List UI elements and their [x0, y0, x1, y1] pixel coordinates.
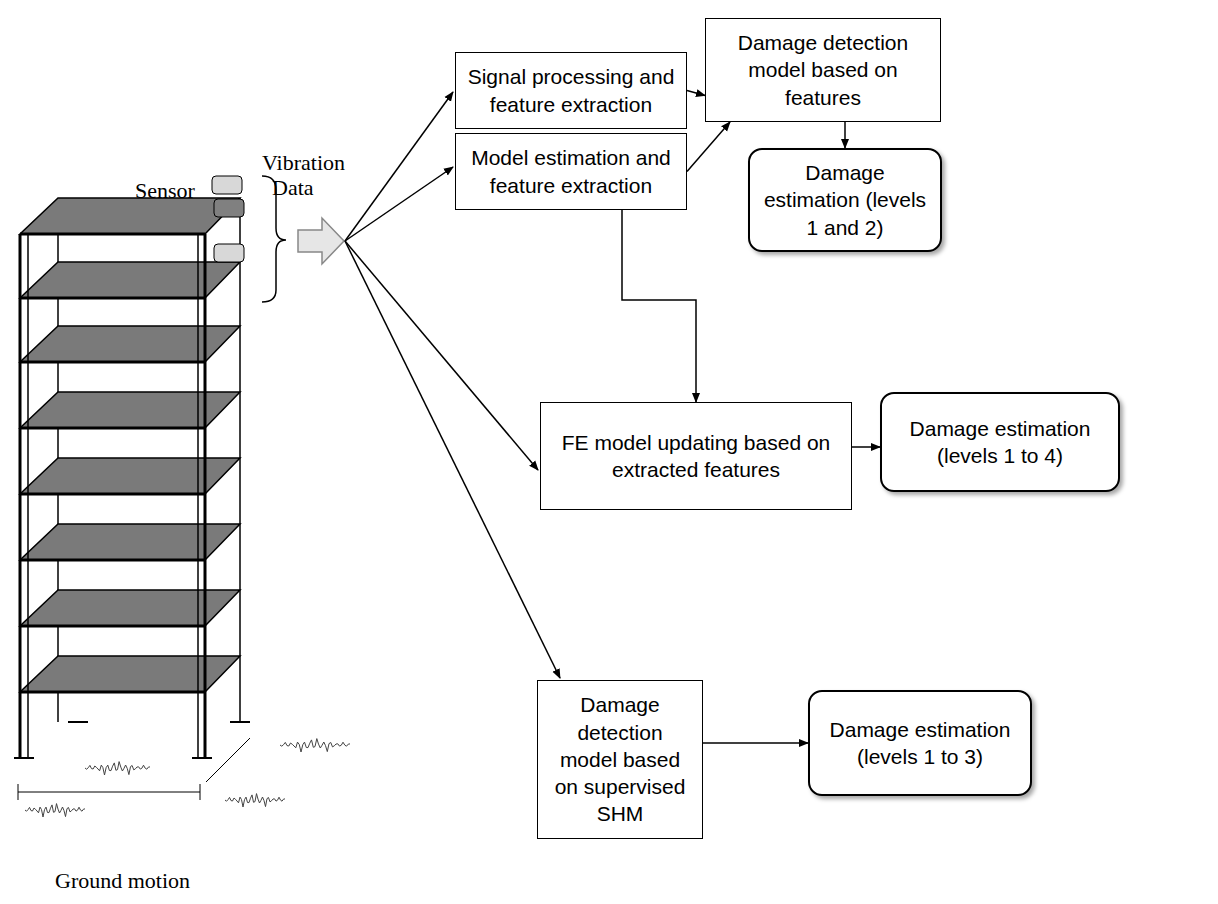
box-text: FE model updating based on extracted fea… — [551, 429, 841, 484]
footing — [230, 721, 250, 723]
box-text: Damage estimation (levels 1 to 4) — [892, 415, 1108, 470]
footing — [14, 757, 34, 759]
result-box: Damage estimation (levels 1 to 3) — [808, 690, 1032, 796]
box-text: Damage estimation (levels 1 and 2) — [760, 159, 930, 241]
floor-slab — [20, 326, 240, 362]
connector-arrow — [852, 446, 880, 448]
column — [239, 198, 241, 722]
process-box: Model estimation and feature extraction — [455, 133, 687, 210]
connector-arrow — [687, 122, 730, 172]
process-box: Damage detection model based on features — [705, 18, 941, 122]
beam — [20, 493, 205, 496]
floor-slab — [20, 590, 240, 626]
process-box: FE model updating based on extracted fea… — [540, 402, 852, 510]
data-arrow — [298, 218, 344, 264]
beam — [20, 361, 205, 364]
box-text: Damage detection model based on supervis… — [548, 691, 692, 827]
ground-motion-trace — [25, 739, 350, 817]
beam — [20, 625, 205, 628]
illustration-label: Sensor — [135, 178, 195, 204]
footing — [68, 721, 88, 723]
sensor — [212, 176, 242, 194]
illustration-label: Ground motion — [55, 868, 190, 894]
result-box: Damage estimation (levels 1 to 4) — [880, 392, 1120, 492]
beam — [20, 233, 205, 236]
floor-slab — [20, 198, 240, 234]
beam — [20, 559, 205, 562]
box-text: Signal processing and feature extraction — [466, 63, 676, 118]
connector-arrow — [703, 742, 808, 744]
box-text: Damage detection model based on features — [716, 29, 930, 111]
floor-slab — [20, 392, 240, 428]
floor-slab — [20, 524, 240, 560]
floor-slab — [20, 262, 240, 298]
box-text: Model estimation and feature extraction — [466, 144, 676, 199]
column — [197, 234, 199, 758]
sensor — [214, 244, 244, 262]
column — [204, 234, 207, 758]
footing — [192, 757, 212, 759]
box-text: Damage estimation (levels 1 to 3) — [820, 716, 1020, 771]
connector-arrow — [844, 122, 846, 148]
process-box: Damage detection model based on supervis… — [537, 680, 703, 839]
sensor — [214, 199, 244, 217]
process-box: Signal processing and feature extraction — [455, 52, 687, 129]
beam — [20, 691, 205, 694]
result-box: Damage estimation (levels 1 and 2) — [748, 148, 942, 252]
illustration-label: Data — [272, 175, 314, 201]
connector-arrow — [687, 91, 705, 96]
floor-slab — [20, 458, 240, 494]
beam — [20, 427, 205, 430]
connector-arrow — [622, 210, 696, 402]
illustration-label: Vibration — [262, 150, 345, 176]
column — [19, 234, 22, 758]
floor-slab — [20, 656, 240, 692]
column — [27, 234, 29, 758]
beam — [20, 297, 205, 300]
dimension-line — [18, 738, 250, 800]
